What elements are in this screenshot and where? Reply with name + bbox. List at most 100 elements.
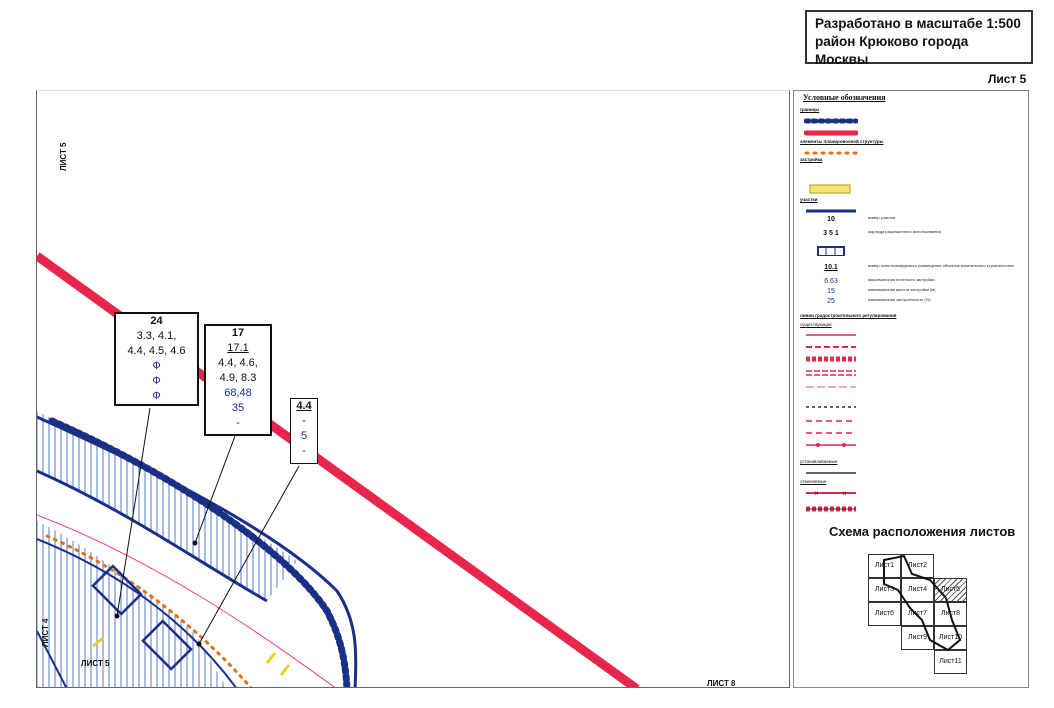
pink-line (37, 514, 336, 687)
callout-zone: 17.1 (227, 342, 249, 354)
legend-row (798, 245, 1026, 257)
callout-plot-24: 24 3.3, 4.1, 4.4, 4.5, 4.6 Ф Ф Ф (114, 312, 199, 406)
legend-symbol: 10.1 (824, 264, 838, 271)
scheme-sheet: Лист8 (934, 602, 967, 626)
leader-line (116, 407, 151, 617)
callout-id: 17 (231, 327, 245, 339)
legend-row (798, 415, 1026, 427)
legend-row (798, 205, 1026, 217)
building-outline (91, 564, 143, 616)
leader-line (194, 435, 236, 544)
callout-value: 68,48 (224, 387, 252, 399)
legend-row (798, 127, 1026, 139)
building-outline (141, 619, 193, 671)
dotted-boundary (48, 417, 351, 687)
blue-boundary-bottom (37, 630, 68, 687)
legend-row: 15 максимальная высота застройки (м) (798, 287, 1026, 299)
callout-id: 24 (150, 315, 163, 327)
callout-line: 4.4, 4.6, (218, 357, 258, 369)
legend-row: 10.1 номер зоны планируемого размещения … (798, 263, 1026, 275)
callout-line: 4.9, 8.3 (219, 372, 257, 384)
scheme-sheet: Лист6 (868, 602, 901, 626)
legend-symbol: 6.63 (824, 278, 838, 285)
legend-subsection-cancelled: отменяемые (800, 479, 827, 484)
legend-panel: Условные обозначения границы элементы пл… (793, 90, 1029, 688)
sheet-number: Лист 5 (988, 72, 1027, 86)
legend-section-buildings: застройка (800, 157, 823, 162)
legend-row (798, 329, 1026, 341)
legend-row (798, 183, 1026, 195)
map-frame: ЛИСТ 5 ЛИСТ 4 ЛИСТ 5 ЛИСТ 8 (36, 90, 790, 688)
legend-row (798, 353, 1026, 365)
legend-row (798, 381, 1026, 393)
scheme-sheet: Лист11 (934, 650, 967, 674)
leader-line (198, 465, 300, 645)
legend-symbol: 3 5 1 (823, 230, 839, 237)
orange-dotted-boundary (45, 534, 253, 687)
callout-line: 4.4, 4.5, 4.6 (127, 345, 186, 357)
legend-row (798, 115, 1026, 127)
legend-row (798, 147, 1026, 159)
legend-row: 3 5 1 код вида разрешенного использовани… (798, 229, 1026, 241)
legend-text: номер участка (868, 215, 895, 220)
legend-row (798, 427, 1026, 439)
callout-id: 4.4 (296, 400, 312, 412)
district-text: район Крюково города Москвы (815, 34, 969, 67)
title-block: Разработано в масштабе 1:500 район Крюко… (805, 10, 1033, 67)
legend-section-structure: элементы планировочной структуры (800, 139, 884, 144)
map-drawing (37, 252, 640, 687)
scheme-sheet: Лист10 (934, 626, 967, 650)
callout-zone-4-4: 4.4 - 5 - (290, 398, 318, 464)
legend-row: 25 максимальная застроенность (%) (798, 297, 1026, 309)
legend-symbol: 10 (827, 216, 835, 223)
callout-extra: - (236, 417, 240, 429)
svg-text:×: × (814, 489, 819, 498)
scheme-sheet: Лист9 (901, 626, 934, 650)
callout-line: 3.3, 4.1, (136, 330, 177, 342)
side-label-top: ЛИСТ 5 (59, 142, 68, 172)
legend-text: максимальная высота застройки (м) (868, 287, 936, 292)
legend-row (798, 401, 1026, 413)
legend-subsection-existing: существующие (800, 322, 832, 327)
callout-line: - (302, 415, 306, 427)
legend-title: Условные обозначения (803, 93, 886, 102)
bottom-label-inner: ЛИСТ 5 (81, 659, 110, 668)
legend-text: максимальная плотность застройки (868, 277, 935, 282)
bottom-label-right: ЛИСТ 8 (707, 679, 736, 688)
legend-row (798, 503, 1026, 515)
legend-section-borders: границы (800, 107, 820, 112)
scheme-sheet: Лист1 (868, 554, 901, 578)
callout-extra: - (302, 445, 306, 457)
scheme-sheet: Лист2 (901, 554, 934, 578)
side-label-bottom: ЛИСТ 4 (41, 618, 50, 648)
blue-boundary-mid (37, 469, 268, 603)
legend-text: номер зоны планируемого размещения объек… (868, 263, 1014, 268)
scheme-sheet: Лист7 (901, 602, 934, 626)
legend-row (798, 367, 1026, 379)
scheme-sheet: Лист3 (868, 578, 901, 602)
legend-section-plots: участки (800, 197, 818, 202)
callout-value: Ф (152, 360, 161, 372)
blue-boundary-lower (37, 538, 237, 687)
callout-value: 5 (300, 430, 308, 442)
legend-row: ×× (798, 487, 1026, 499)
legend-subsection-established: устанавливаемые (800, 459, 838, 464)
callout-value: Ф (152, 390, 161, 402)
legend-row: 6.63 максимальная плотность застройки (798, 277, 1026, 289)
legend-symbol: 15 (827, 288, 835, 295)
legend-section-regulation: линии градостроительного регулирования (800, 313, 897, 318)
legend-text: максимальная застроенность (%) (868, 297, 931, 302)
callout-value: Ф (152, 375, 161, 387)
legend-symbol: 25 (827, 298, 835, 305)
legend-text: код вида разрешенного использования (868, 229, 941, 234)
scheme-sheet: Лист4 (901, 578, 934, 602)
callout-value: 35 (231, 402, 245, 414)
callout-plot-17: 17 17.1 4.4, 4.6, 4.9, 8.3 68,48 35 - (204, 324, 272, 436)
legend-row (798, 341, 1026, 353)
scale-text: Разработано в масштабе 1:500 (815, 16, 1021, 31)
legend-row (798, 439, 1026, 451)
scheme-sheet-current: Лист5 (934, 578, 967, 602)
legend-row: 10 номер участка (798, 215, 1026, 227)
legend-row (798, 467, 1026, 479)
scheme-title: Схема расположения листов (829, 524, 1016, 539)
